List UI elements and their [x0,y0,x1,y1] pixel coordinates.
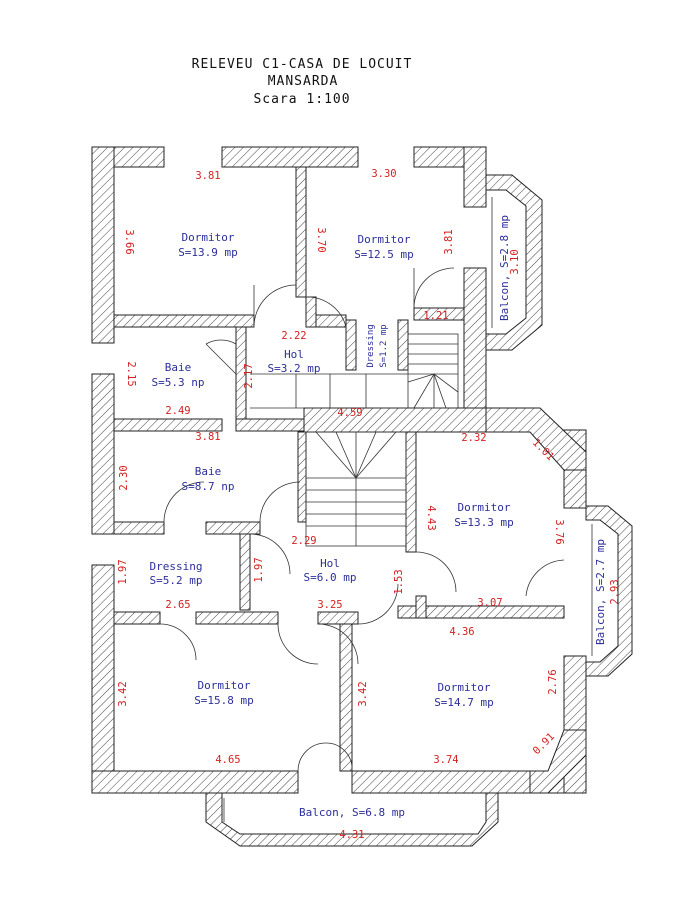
dim-label: 2.22 [281,330,306,342]
dim-label: 2.17 [243,363,255,388]
dim-label: 4.59 [337,407,362,419]
room-dormitor-n-name: Dormitor [358,233,411,246]
dim-label: 2.32 [461,432,486,444]
dim-label: 4.31 [339,829,364,841]
plan-scale: Scara 1:100 [253,92,350,107]
dim-label: 3.07 [477,597,502,609]
door-swings [159,267,565,772]
dim-label: 3.74 [433,754,458,766]
room-dressing-mid-area: S=5.2 mp [150,574,203,587]
dim-label: 1.97 [253,557,265,582]
balcony-e-label: Balcon, S=2.7 mp [594,539,607,645]
stairs [250,333,459,547]
room-dressing-mid-name: Dressing [150,560,203,573]
dim-label: 1.21 [423,310,448,322]
dimension-labels: 3.81 3.30 3.66 3.70 3.81 3.10 2.22 1.21 … [117,168,621,841]
balcony-ne: Balcon, S=2.8 mp [485,174,543,351]
room-dressing-top-area: S=1.2 mp [379,324,389,367]
dim-label: 3.81 [443,229,455,254]
room-hol-mid-area: S=6.0 mp [304,571,357,584]
dim-label: 4.36 [449,626,474,638]
dim-label: 3.42 [117,681,129,706]
balcony-s-label: Balcon, S=6.8 mp [299,806,405,819]
dim-label: 2.76 [547,669,559,694]
dim-label: 0.91 [531,731,557,757]
dim-label: 4.43 [425,505,437,530]
room-dormitor-se-area: S=14.7 mp [434,696,494,709]
room-hol-top-name: Hol [284,348,304,361]
room-dormitor-nw-name: Dormitor [182,231,235,244]
dim-label: 2.93 [609,579,621,604]
dim-label: 1.53 [393,569,405,594]
plan-level: MANSARDA [268,74,339,89]
room-dormitor-sw-name: Dormitor [198,679,251,692]
dim-label: 3.81 [195,431,220,443]
dim-label: 1.97 [117,559,129,584]
room-hol-top-area: S=3.2 mp [268,362,321,375]
balcony-e: Balcon, S=2.7 mp [585,505,633,677]
room-baie-top-area: S=5.3 np [152,376,205,389]
dim-label: 4.65 [215,754,240,766]
dim-label: 3.25 [317,599,342,611]
room-dormitor-sw-area: S=15.8 mp [194,694,254,707]
outer-walls [91,146,587,794]
dim-label: 3.76 [553,519,565,544]
room-labels: Dormitor S=13.9 mp Dormitor S=12.5 mp Ba… [150,231,514,709]
dim-label: 3.70 [315,227,327,252]
dim-label: 2.29 [291,535,316,547]
dim-label: 3.42 [357,681,369,706]
room-hol-mid-name: Hol [320,557,340,570]
room-dormitor-e-area: S=13.3 mp [454,516,514,529]
room-baie-mid-area: S=8.7 np [182,480,235,493]
room-dressing-top-name: Dressing [366,324,376,367]
dim-label: 2.49 [165,405,190,417]
dim-label: 2.65 [165,599,190,611]
balcony-ne-label: Balcon, S=2.8 mp [498,215,511,321]
dim-label: 3.10 [509,249,521,274]
room-baie-top-name: Baie [165,361,192,374]
dim-label: 3.66 [123,229,135,254]
dim-label: 2.15 [125,361,137,386]
dim-label: 3.30 [371,168,396,180]
room-dormitor-e-name: Dormitor [458,501,511,514]
dim-label: 3.81 [195,170,220,182]
dim-label: 2.30 [118,465,130,490]
balcony-s: Balcon, S=6.8 mp [205,792,499,847]
room-baie-mid-name: Baie [195,465,222,478]
plan-title: RELEVEU C1-CASA DE LOCUIT [192,57,413,72]
room-dormitor-nw-area: S=13.9 mp [178,246,238,259]
room-dormitor-se-name: Dormitor [438,681,491,694]
room-dormitor-n-area: S=12.5 mp [354,248,414,261]
